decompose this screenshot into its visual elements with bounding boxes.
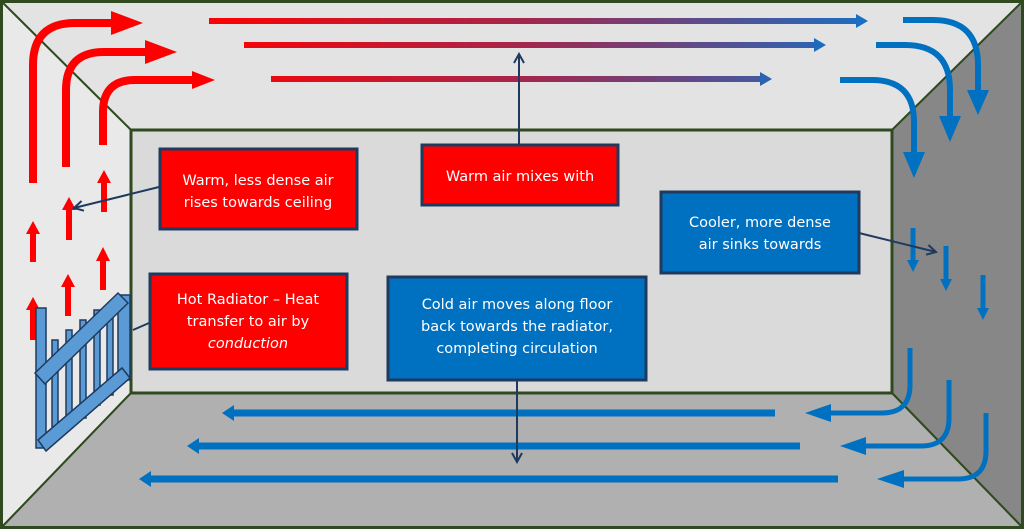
cool-down-arrow xyxy=(907,228,919,272)
ceiling-arrow-2 xyxy=(244,38,826,52)
radiator xyxy=(33,291,132,453)
warm-up-arrow xyxy=(97,170,111,212)
ceiling-arrow-1 xyxy=(209,14,868,28)
label-cooler-sinks: Cooler, more dense air sinks towards xyxy=(659,190,861,275)
label-warm-mixes: Warm air mixes with xyxy=(420,143,620,207)
label-line: Cold air moves along floor xyxy=(422,297,613,313)
warm-up-arrow xyxy=(96,247,110,290)
warm-short-arrows xyxy=(26,170,111,340)
floor-arrow xyxy=(139,471,838,487)
cool-floor-curved-arrows xyxy=(830,348,989,482)
cool-down-arrow xyxy=(977,275,989,320)
cool-descending-curved-arrows xyxy=(840,17,981,158)
warm-curve-arrow-1 xyxy=(29,19,115,183)
warm-rising-curved-arrows xyxy=(29,19,195,183)
warm-up-arrow xyxy=(26,297,40,340)
label-line: completing circulation xyxy=(436,341,597,357)
floor-arrow xyxy=(222,405,775,421)
label-radiator: Hot Radiator – Heat transfer to air by c… xyxy=(148,272,349,371)
connector-cooler-sinks xyxy=(858,232,936,252)
cool-down-arrow xyxy=(940,246,952,291)
label-cold-floor: Cold air moves along floor back towards … xyxy=(386,275,648,382)
warm-up-arrow xyxy=(61,274,75,316)
floor-arrow xyxy=(187,438,800,454)
callout-connectors xyxy=(74,54,936,462)
warm-up-arrow xyxy=(26,221,40,262)
cool-floor-curve-arrowheads xyxy=(805,404,904,488)
label-line: back towards the radiator, xyxy=(421,319,613,335)
cool-short-arrows xyxy=(907,228,989,320)
label-line: Hot Radiator – Heat xyxy=(177,292,320,308)
ceiling-arrow-3 xyxy=(271,72,772,86)
label-line: Warm, less dense air xyxy=(182,173,333,189)
cool-curve-arrowheads xyxy=(903,90,989,178)
connector-warm-rises xyxy=(74,186,160,208)
warm-curve-arrow-2 xyxy=(62,48,148,167)
warm-curve-arrow-3 xyxy=(99,76,195,145)
warm-curve-arrowheads xyxy=(111,11,215,89)
label-line: Warm air mixes with xyxy=(446,169,594,185)
label-line: rises towards ceiling xyxy=(184,195,332,211)
connector-radiator xyxy=(132,322,150,331)
label-line-italic: conduction xyxy=(208,336,288,352)
label-line: Cooler, more dense xyxy=(689,215,831,231)
label-line: transfer to air by xyxy=(187,314,310,330)
floor-return-arrows xyxy=(139,405,838,487)
label-warm-rises: Warm, less dense air rises towards ceili… xyxy=(158,147,359,231)
label-line: air sinks towards xyxy=(699,237,822,253)
ceiling-mixing-arrows xyxy=(209,14,868,86)
